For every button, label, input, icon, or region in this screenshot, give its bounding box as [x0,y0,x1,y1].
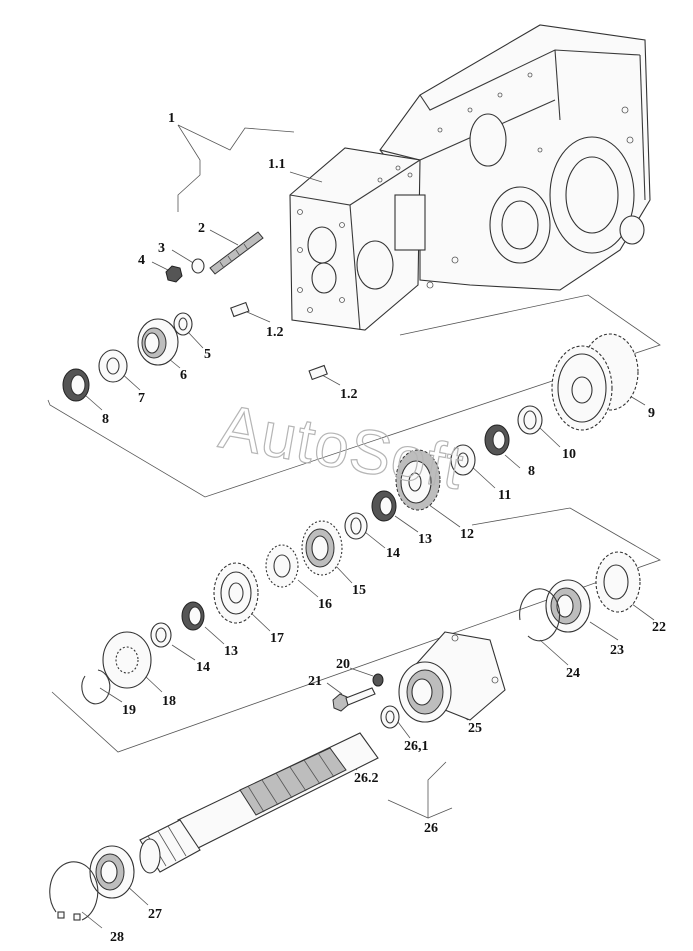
label-8a: 8 [102,412,109,427]
watermark-text: AutoSoft [215,392,469,503]
washer-20 [372,673,384,687]
label-16: 16 [318,597,332,612]
bolt-21 [332,687,376,712]
label-21: 21 [308,674,322,689]
label-1: 1 [168,111,175,126]
needle-bearing-8 [62,368,90,402]
circlip-24 [519,588,561,642]
splined-washer-18 [102,631,152,689]
label-20: 20 [336,657,350,672]
label-26-2: 26.2 [354,771,379,786]
pin-1-2b [308,364,328,381]
label-9: 9 [648,406,655,421]
label-14a: 14 [386,546,400,561]
label-3: 3 [158,241,165,256]
synchro-15 [301,520,343,576]
label-26-1: 26,1 [404,739,429,754]
gear-17 [213,562,259,624]
bearing-23 [545,579,591,633]
label-23: 23 [610,643,624,658]
washer-11 [450,444,476,476]
upper-gear-set [371,333,639,522]
label-27: 27 [148,907,162,922]
ring-5 [173,312,193,336]
bushing-26-1 [380,705,400,729]
label-25: 25 [468,721,482,736]
label-6: 6 [180,368,187,383]
label-1-1: 1.1 [268,157,286,172]
middle-gear-set [81,512,368,705]
label-7: 7 [138,391,145,406]
label-17: 17 [270,631,284,646]
lower-parts [49,551,641,921]
snap-ring-19 [81,669,111,705]
label-14b: 14 [196,660,210,675]
pin-1-2a [230,301,250,318]
label-5: 5 [204,347,211,362]
label-1-2b: 1.2 [340,387,358,402]
stud-2 [209,231,264,275]
bushing-14b [150,622,172,648]
label-18: 18 [162,694,176,709]
label-15: 15 [352,583,366,598]
label-22: 22 [652,620,666,635]
gear-22 [595,551,641,613]
bearing-27 [89,845,135,899]
label-24: 24 [566,666,580,681]
gearbox-housing [289,24,651,331]
label-8b: 8 [528,464,535,479]
label-2: 2 [198,221,205,236]
gear-12 [395,449,441,511]
nut-4 [165,265,183,283]
bushing-10 [517,405,543,435]
part-labels: 1 1.1 2 3 4 5 6 1.2 1.2 7 8 9 10 8 11 12… [102,111,666,945]
label-1-2a: 1.2 [266,325,284,340]
label-19: 19 [122,703,136,718]
gear-9 [551,333,639,431]
label-26: 26 [424,821,438,836]
washer-7 [98,349,128,383]
upper-small-parts [62,231,328,402]
bearing-6 [137,318,179,366]
hub-16 [265,544,299,588]
label-13a: 13 [418,532,432,547]
bushing-14 [344,512,368,540]
label-4: 4 [138,253,145,268]
label-28: 28 [110,930,124,945]
shaft-26-2 [139,732,379,874]
label-10: 10 [562,447,576,462]
washer-3 [191,258,205,274]
label-11: 11 [498,488,511,503]
label-13b: 13 [224,644,238,659]
circlip-28 [49,861,99,921]
label-12: 12 [460,527,474,542]
bearing-housing-25 [398,631,506,723]
